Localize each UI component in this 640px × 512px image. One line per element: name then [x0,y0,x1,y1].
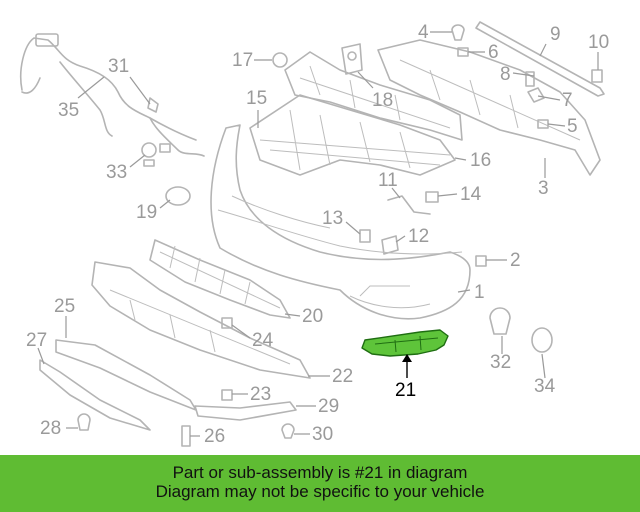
part-33-clip [141,142,157,167]
callout-4: 4 [418,22,429,43]
banner-line-part: Part or sub-assembly is #21 in diagram [172,463,468,482]
callout-18: 18 [372,90,393,111]
callout-13: 13 [322,208,343,229]
callout-25: 25 [54,296,75,317]
wiring-harness [19,33,205,157]
callout-15: 15 [246,88,267,109]
part-20-lower-grille [149,239,291,319]
callout-6: 6 [488,42,499,63]
callout-20: 20 [302,306,323,327]
part-34-bezel [531,327,553,353]
callout-9: 9 [550,24,561,45]
callout-1: 1 [474,282,485,303]
callout-3: 3 [538,178,549,199]
callout-22: 22 [332,366,353,387]
callout-14: 14 [460,184,482,205]
callout-26: 26 [204,426,225,447]
callout-16: 16 [470,150,491,171]
callout-8: 8 [500,64,511,85]
callout-labels: 1 2 3 4 5 6 7 8 9 10 11 12 13 14 15 16 1… [26,22,609,447]
part-21-bracket-highlighted [361,329,449,357]
part-29-lip [194,401,297,421]
callout-17: 17 [232,50,253,71]
callout-32: 32 [490,352,511,373]
callout-34: 34 [534,376,556,397]
part-reinforcement-beam [284,51,463,141]
banner-line-disclaimer: Diagram may not be specific to your vehi… [155,482,485,501]
part-9-strip [475,21,605,97]
callout-5: 5 [567,116,578,137]
part-18-bracket [341,43,363,75]
callout-11: 11 [378,170,398,191]
part-3-deflector [377,39,601,176]
callout-12: 12 [408,226,429,247]
callout-21-highlighted: 21 [395,380,416,401]
callout-33: 33 [106,162,127,183]
callout-29: 29 [318,396,339,417]
callout-24: 24 [252,330,274,351]
part-1-bumper-cover [210,124,471,320]
callout-27: 27 [26,330,47,351]
part-22-lower-shield [91,261,311,379]
part-32-sensor [489,307,511,335]
callout-19: 19 [136,202,157,223]
parts-diagram: 1 2 3 4 5 6 7 8 9 10 11 12 13 14 15 16 1… [19,21,609,447]
fasteners [359,24,603,267]
part-19-cap [165,186,191,206]
callout-31: 31 [108,56,129,77]
callout-10: 10 [588,32,609,53]
callout-2: 2 [510,250,521,271]
callout-23: 23 [250,384,271,405]
leader-lines [37,31,599,437]
part-15-energy-absorber [249,94,456,176]
callout-35: 35 [58,100,79,121]
part-17-nut [272,52,288,68]
lower-fasteners [77,389,295,447]
callout-30: 30 [312,424,333,445]
info-banner: Part or sub-assembly is #21 in diagram D… [0,455,640,512]
callout-7: 7 [562,90,573,111]
part-27-strip [39,359,151,431]
part-11-rod [387,195,431,215]
callout-28: 28 [40,418,61,439]
